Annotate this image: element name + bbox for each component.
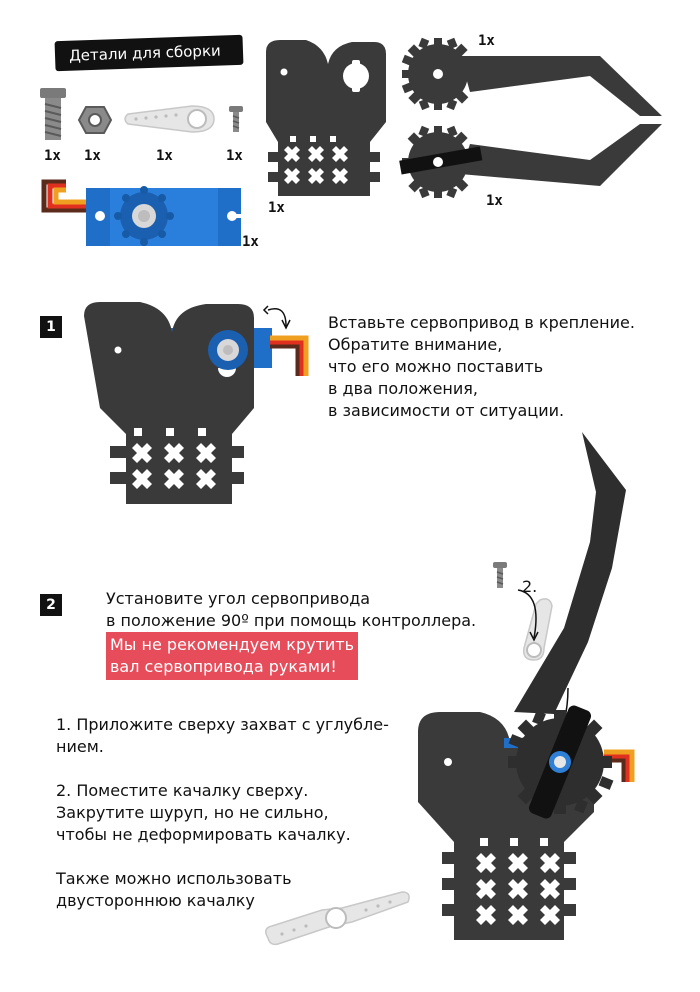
instruction-line: двустороннюю качалку — [56, 891, 255, 910]
nut-qty: 1x — [84, 148, 101, 164]
step1-line: Вставьте сервопривод в крепление. — [328, 313, 635, 332]
bolt-qty: 1x — [44, 148, 61, 164]
step2-screw-icon — [493, 562, 507, 588]
instruction-line: 2. Поместите качалку сверху. — [56, 781, 309, 800]
gripper-bottom-qty: 1x — [486, 193, 503, 209]
callout-2-label: 2. — [522, 577, 538, 596]
servo-motor-icon — [41, 179, 246, 246]
nut-icon — [77, 106, 113, 134]
step2-instructions: 1. Приложите сверху захват с углубле- ни… — [56, 714, 389, 912]
warning-line: вал сервопривода руками! — [110, 657, 337, 676]
bracket-qty: 1x — [268, 200, 285, 216]
servo-bracket-icon — [266, 40, 386, 196]
step2-assembly-illustration — [418, 432, 635, 940]
servo-horn-qty: 1x — [156, 148, 173, 164]
step2-badge: 2 — [40, 594, 62, 616]
step1-assembly-illustration — [84, 302, 309, 504]
step2-text: Установите угол сервопривода в положение… — [106, 588, 476, 680]
step1-line: в зависимости от ситуации. — [328, 401, 565, 420]
gripper-top-icon — [401, 37, 662, 116]
step1-line: что его можно поставить — [328, 357, 544, 376]
step1-text: Вставьте сервопривод в крепление. Обрати… — [328, 312, 635, 422]
instruction-line: Закрутите шуруп, но не сильно, — [56, 803, 329, 822]
parts-title-banner: Детали для сборки — [54, 34, 244, 72]
warning-box: Мы не рекомендуем крутить вал сервоприво… — [106, 632, 359, 680]
step1-line: Обратите внимание, — [328, 335, 503, 354]
step1-badge: 1 — [40, 316, 62, 338]
double-servo-horn-icon — [265, 891, 410, 946]
instruction-line: 1. Приложите сверху захват с углубле- — [56, 715, 389, 734]
gripper-top-qty: 1x — [478, 33, 495, 49]
servo-motor-qty: 1x — [242, 234, 259, 250]
bolt-icon — [40, 88, 66, 140]
instruction-line: чтобы не деформировать качалку. — [56, 825, 351, 844]
instruction-line: Также можно использовать — [56, 869, 292, 888]
small-screw-qty: 1x — [226, 148, 243, 164]
warning-line: Мы не рекомендуем крутить — [110, 635, 355, 654]
instruction-line: нием. — [56, 737, 104, 756]
step1-line: в два положения, — [328, 379, 478, 398]
step2-horn-icon — [522, 598, 553, 661]
parts-title: Детали для сборки — [68, 41, 222, 65]
step2-line: в положение 90º при помощь контроллера. — [106, 611, 477, 630]
servo-horn-icon — [124, 105, 215, 133]
small-screw-icon — [229, 106, 243, 132]
gripper-bottom-icon — [399, 124, 662, 199]
step2-line: Установите угол сервопривода — [106, 589, 371, 608]
